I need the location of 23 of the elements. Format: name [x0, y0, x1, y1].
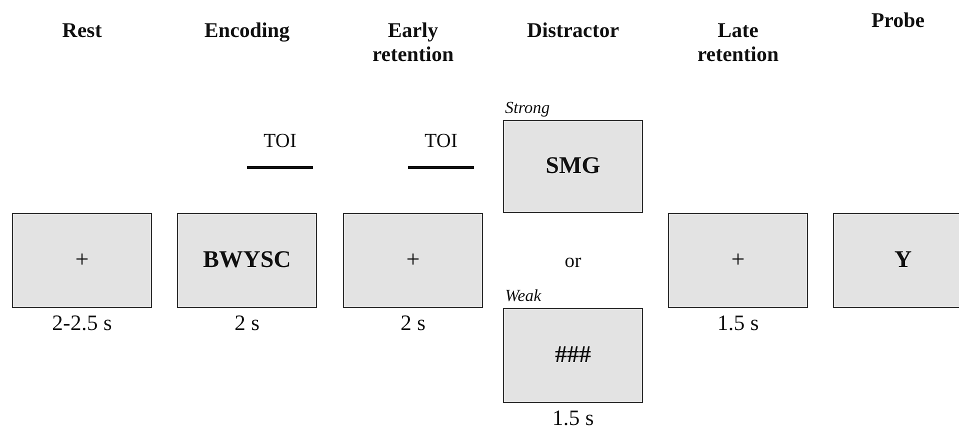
phase-heading: Probe [870, 8, 926, 32]
duration-label: 2 s [233, 310, 261, 336]
duration-label: 2-2.5 s [51, 310, 113, 336]
time-window-label: TOI [424, 130, 458, 153]
condition-label: Strong [505, 98, 550, 118]
condition-label: Weak [505, 286, 542, 306]
stimulus-text: + [406, 247, 420, 274]
stimulus-text: BWYSC [202, 247, 292, 274]
stimulus-text: ### [555, 342, 591, 369]
phase-heading: Distractor [526, 18, 620, 42]
time-window-label: TOI [262, 130, 298, 153]
stimulus-text: + [731, 247, 745, 274]
stimulus-text: SMG [546, 153, 600, 180]
duration-label: 1.5 s [551, 405, 595, 429]
or-label: or [564, 250, 582, 273]
phase-heading: Late retention [696, 18, 780, 66]
phase-heading: Early retention [371, 18, 455, 66]
stimulus-text: Y [894, 247, 912, 274]
phase-heading: Rest [61, 18, 103, 42]
duration-label: 1.5 s [716, 310, 760, 336]
phase-heading: Encoding [203, 18, 291, 42]
stimulus-text: + [75, 247, 89, 274]
duration-label: 2 s [399, 310, 427, 336]
